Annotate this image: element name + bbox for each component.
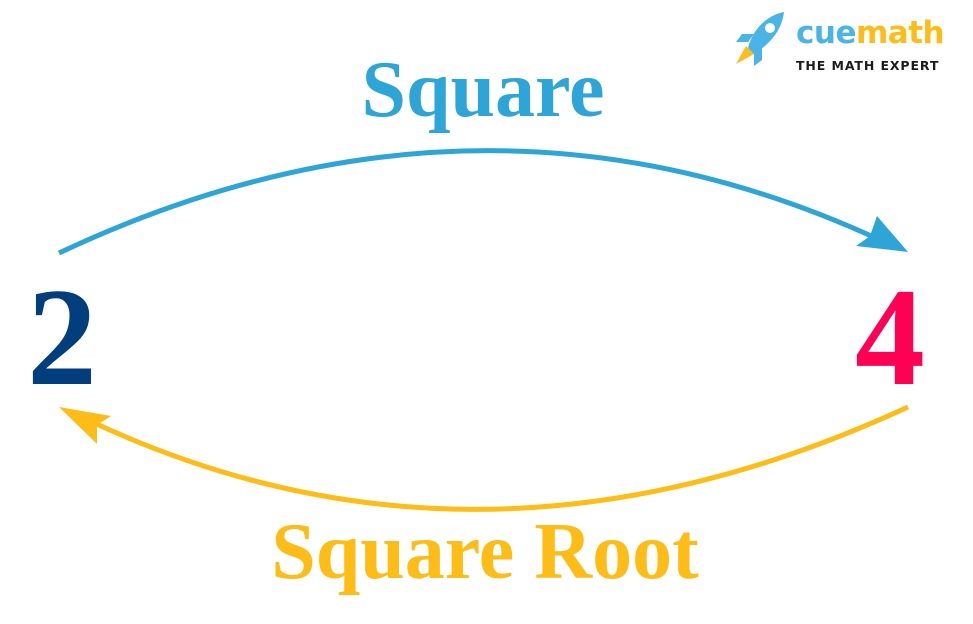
brand-name: cuemath [796,15,945,51]
square-root-arrow [59,404,910,512]
arrowhead-right-icon [856,216,908,252]
number-two: 2 [27,260,97,415]
cuemath-logo: cuemath THE MATH EXPERT [730,8,960,78]
brand-name-math: math [855,15,945,51]
brand-tagline: THE MATH EXPERT [796,58,940,73]
rocket-icon [736,12,784,66]
square-arrow [57,148,908,256]
square-label: Square [361,46,605,134]
number-four: 4 [855,260,925,415]
square-root-label: Square Root [271,508,699,596]
arrowhead-left-icon [59,407,111,444]
brand-name-cue: cue [796,15,856,51]
